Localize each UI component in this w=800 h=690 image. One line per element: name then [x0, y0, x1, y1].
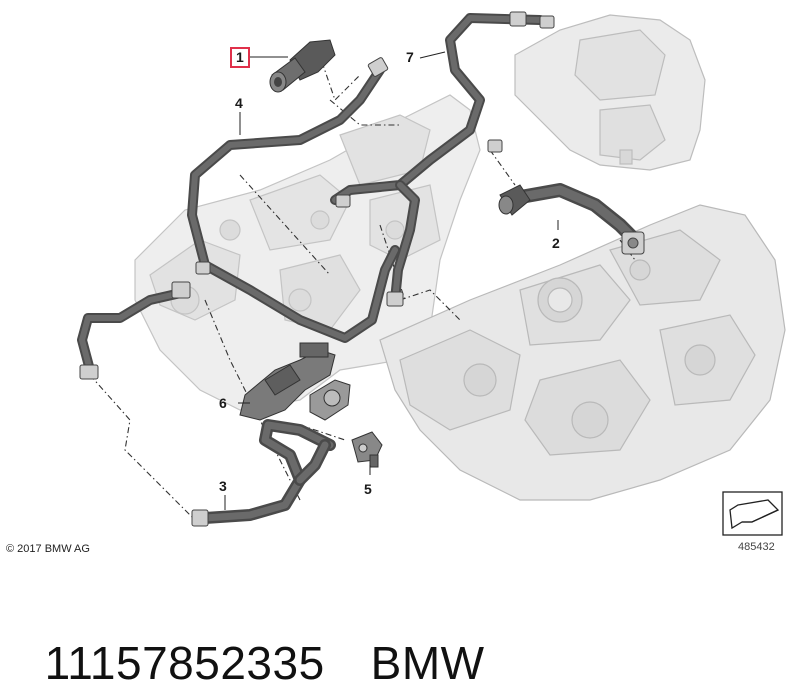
part-2-fitting[interactable] [498, 184, 531, 216]
copyright-notice: © 2017 BMW AG [6, 543, 90, 555]
expansion-tank [514, 14, 706, 171]
left-engine-block [134, 94, 481, 411]
parts-diagram [77, 11, 786, 536]
diagram-number: 485432 [738, 541, 775, 553]
footer-caption: 11157852335 BMW [18, 582, 485, 690]
callout-6[interactable]: 6 [219, 395, 227, 411]
callout-1[interactable]: 1 [230, 47, 250, 68]
view-direction-symbol [722, 491, 783, 536]
callout-4[interactable]: 4 [235, 95, 243, 111]
part-1-connector[interactable] [269, 39, 336, 93]
brand-name: BMW [370, 637, 485, 689]
part-5-sensor[interactable] [351, 431, 383, 468]
part-6-valve-assembly[interactable] [239, 342, 351, 421]
callout-5[interactable]: 5 [364, 481, 372, 497]
part-number: 11157852335 [44, 637, 325, 689]
callout-2[interactable]: 2 [552, 235, 560, 251]
coolant-hoses [77, 13, 642, 524]
callout-lines [224, 51, 559, 510]
hose-clamps [79, 11, 645, 527]
callout-3[interactable]: 3 [219, 478, 227, 494]
callout-7[interactable]: 7 [406, 49, 414, 65]
